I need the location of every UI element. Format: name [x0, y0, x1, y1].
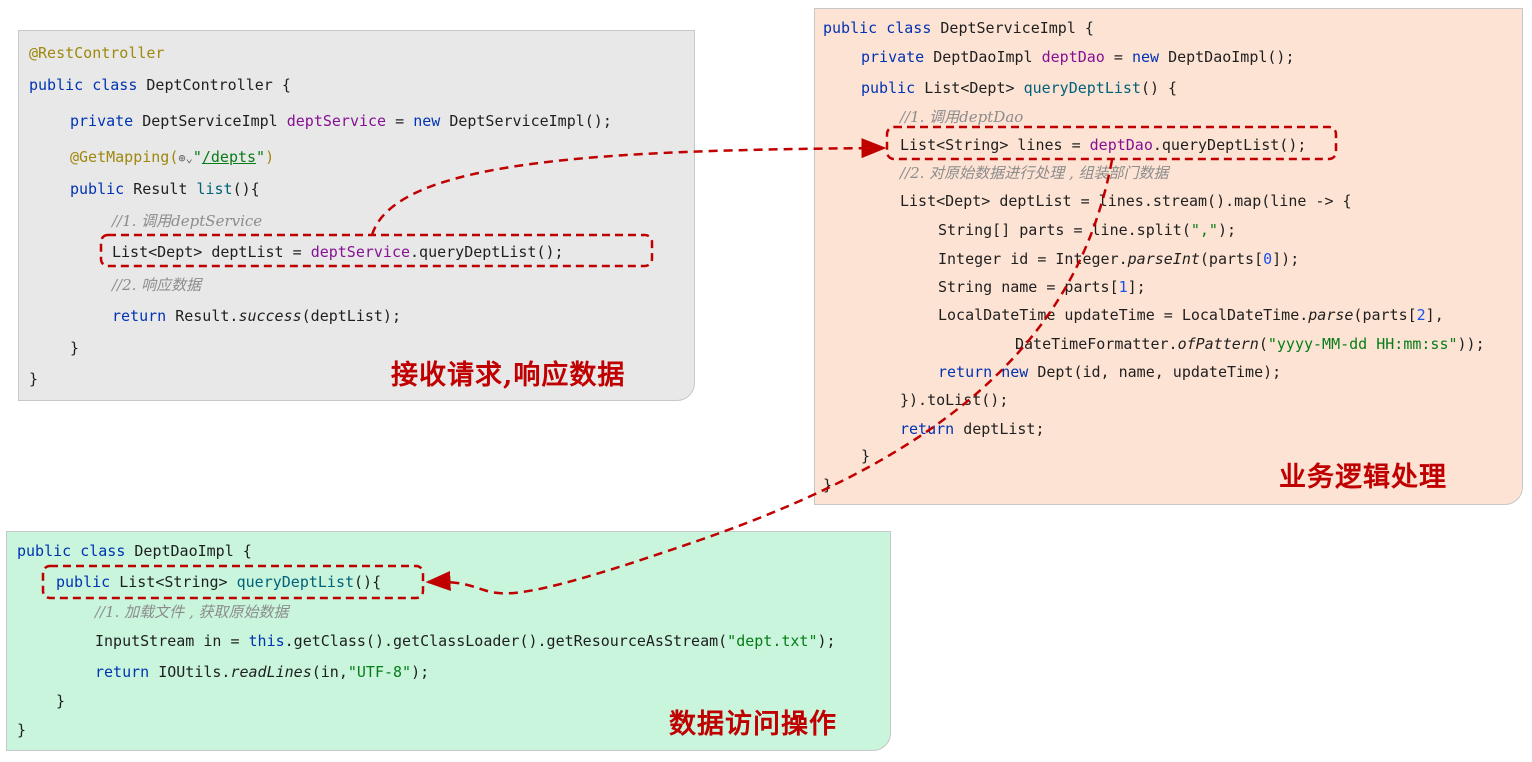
code-line: LocalDateTime updateTime = LocalDateTime… [938, 306, 1444, 324]
code-line: @GetMapping(⊕⌄"/depts") [70, 148, 275, 166]
code-comment: //2. 对原始数据进行处理 , 组装部门数据 [900, 164, 1169, 182]
controller-call-highlight [99, 233, 654, 268]
code-comment: //1. 调用deptService [112, 212, 263, 230]
code-line: } [861, 447, 871, 465]
code-line: String[] parts = line.split(","); [938, 221, 1237, 239]
globe-icon: ⊕⌄ [178, 151, 193, 165]
code-line: private DeptServiceImpl deptService = ne… [70, 112, 612, 130]
code-line: } [29, 370, 39, 388]
code-line: } [70, 339, 80, 357]
code-line-highlighted: public List<String> queryDeptList(){ [56, 573, 382, 591]
code-line: public class DeptDaoImpl { [17, 542, 252, 560]
service-call-highlight [885, 125, 1338, 161]
code-comment: //1. 加载文件 , 获取原始数据 [95, 603, 289, 621]
code-line: public class DeptController { [29, 76, 291, 94]
service-layer-label: 业务逻辑处理 [1279, 462, 1447, 493]
code-line: DateTimeFormatter.ofPattern("yyyy-MM-dd … [1015, 335, 1485, 353]
code-line-highlighted: List<Dept> deptList = deptService.queryD… [112, 243, 564, 261]
controller-to-service-arrow [370, 138, 887, 236]
code-line: return IOUtils.readLines(in,"UTF-8"); [95, 663, 430, 681]
code-line: return Result.success(deptList); [112, 307, 401, 325]
dao-code-panel: public class DeptDaoImpl { public List<S… [6, 531, 891, 751]
dao-layer-label: 数据访问操作 [669, 709, 837, 740]
service-to-dao-arrow [425, 159, 1114, 595]
code-comment: //2. 响应数据 [112, 276, 202, 294]
code-line: List<Dept> deptList = lines.stream().map… [900, 192, 1352, 210]
controller-layer-label: 接收请求,响应数据 [391, 360, 626, 391]
code-comment: //1. 调用deptDao [900, 108, 1024, 126]
code-line: } [823, 476, 833, 494]
code-line-highlighted: List<String> lines = deptDao.queryDeptLi… [900, 136, 1307, 154]
controller-code-panel: @RestController public class DeptControl… [18, 30, 695, 401]
code-line: return new Dept(id, name, updateTime); [938, 363, 1282, 381]
code-line: }).toList(); [900, 391, 1009, 409]
dao-method-highlight [41, 564, 425, 600]
code-line: InputStream in = this.getClass().getClas… [95, 632, 836, 650]
code-line: public class DeptServiceImpl { [823, 19, 1094, 37]
mapping-path-link[interactable]: /depts [201, 148, 257, 166]
code-line: public Result list(){ [70, 180, 260, 198]
code-line: } [17, 721, 27, 739]
code-line: private DeptDaoImpl deptDao = new DeptDa… [861, 48, 1295, 66]
code-line: return deptList; [900, 420, 1045, 438]
service-code-panel: public class DeptServiceImpl { private D… [814, 8, 1523, 505]
code-line: } [56, 692, 66, 710]
code-line: @RestController [29, 44, 165, 62]
code-line: public List<Dept> queryDeptList() { [861, 79, 1178, 97]
code-line: Integer id = Integer.parseInt(parts[0]); [938, 250, 1300, 268]
code-line: String name = parts[1]; [938, 278, 1146, 296]
